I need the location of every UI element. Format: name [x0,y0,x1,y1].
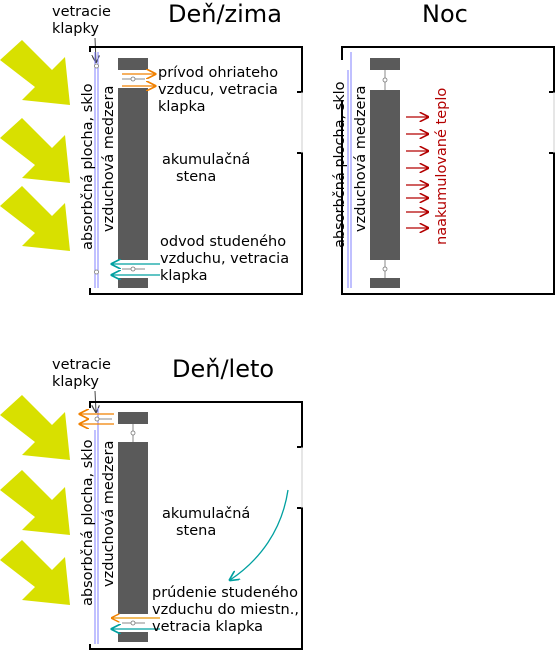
outlet-label-line-3: klapka [160,268,208,284]
air-gap-label: vzduchová medzera [101,441,117,587]
wall-label-line-2: stena [176,523,216,539]
storage-wall [118,442,148,614]
sun-arrow-icon [0,40,70,105]
wall-bottom-block [118,632,148,642]
sun-arrow-icon [0,186,70,251]
absorber-glass-label: absorbčná plocha, sklo [80,439,96,606]
vent-hinge-bottom [94,269,99,275]
vent-pointer-icon [95,37,96,62]
wall-bottom-block [118,278,148,288]
wall-top-block [118,412,148,424]
wall-label-line-2: stena [176,169,216,185]
panel-title: Deň/leto [172,355,274,383]
vent-caption-line-1: vetracie [52,357,111,373]
stored-heat-label: naakumulované teplo [434,88,450,245]
absorber-glass-label: absorbčná plocha, sklo [80,83,96,250]
outlet-label-line-1: odvod studeného [160,234,286,250]
building-outline [89,46,303,295]
sun-arrow-icon [0,540,70,605]
vent-caption-line-2: klapky [52,374,99,390]
flow-label-line-1: prúdenie studeného [152,585,298,601]
heat-arrows [406,117,428,228]
storage-wall [118,88,148,260]
flow-label-line-2: vzduchu do miestn., [152,602,299,618]
storage-wall [370,90,400,260]
air-gap-label: vzduchová medzera [353,86,369,232]
wall-label-line-1: akumulačná [162,506,250,522]
panel-title: Deň/zima [168,0,282,28]
vent-caption-line-1: vetracie [52,4,111,20]
building-outline [89,401,303,650]
inlet-label-line-2: vzducu, vetracia [158,82,278,98]
cold-air-arrow-icon [230,489,289,580]
vent-caption-line-2: klapky [52,21,99,37]
building-outline [341,46,555,295]
sun-arrow-icon [0,470,70,535]
outlet-label-line-2: vzduchu, vetracia [160,251,289,267]
flow-label-line-3: vetracia klapka [152,619,263,635]
absorber-glass-label: absorbčná plocha, sklo [332,81,348,248]
panel-summer-day: Deň/leto vetracie klapky [0,355,303,650]
wall-top-block [118,58,148,70]
wall-top-block [370,58,400,70]
air-gap-label: vzduchová medzera [101,86,117,232]
sun-arrow-icon [0,118,70,183]
wall-label-line-1: akumulačná [162,152,250,168]
panel-title: Noc [422,0,468,28]
vent-hinge-top [94,63,99,69]
inlet-label-line-3: klapka [158,99,206,115]
wall-bottom-block [370,278,400,288]
sun-arrow-icon [0,395,70,460]
inlet-label-line-1: prívod ohriateho [158,65,278,81]
panel-winter-day: Deň/zima vetracie klapky [0,0,303,295]
panel-night: Noc absorbčná plocha, sklo vzduchová med… [332,0,555,295]
